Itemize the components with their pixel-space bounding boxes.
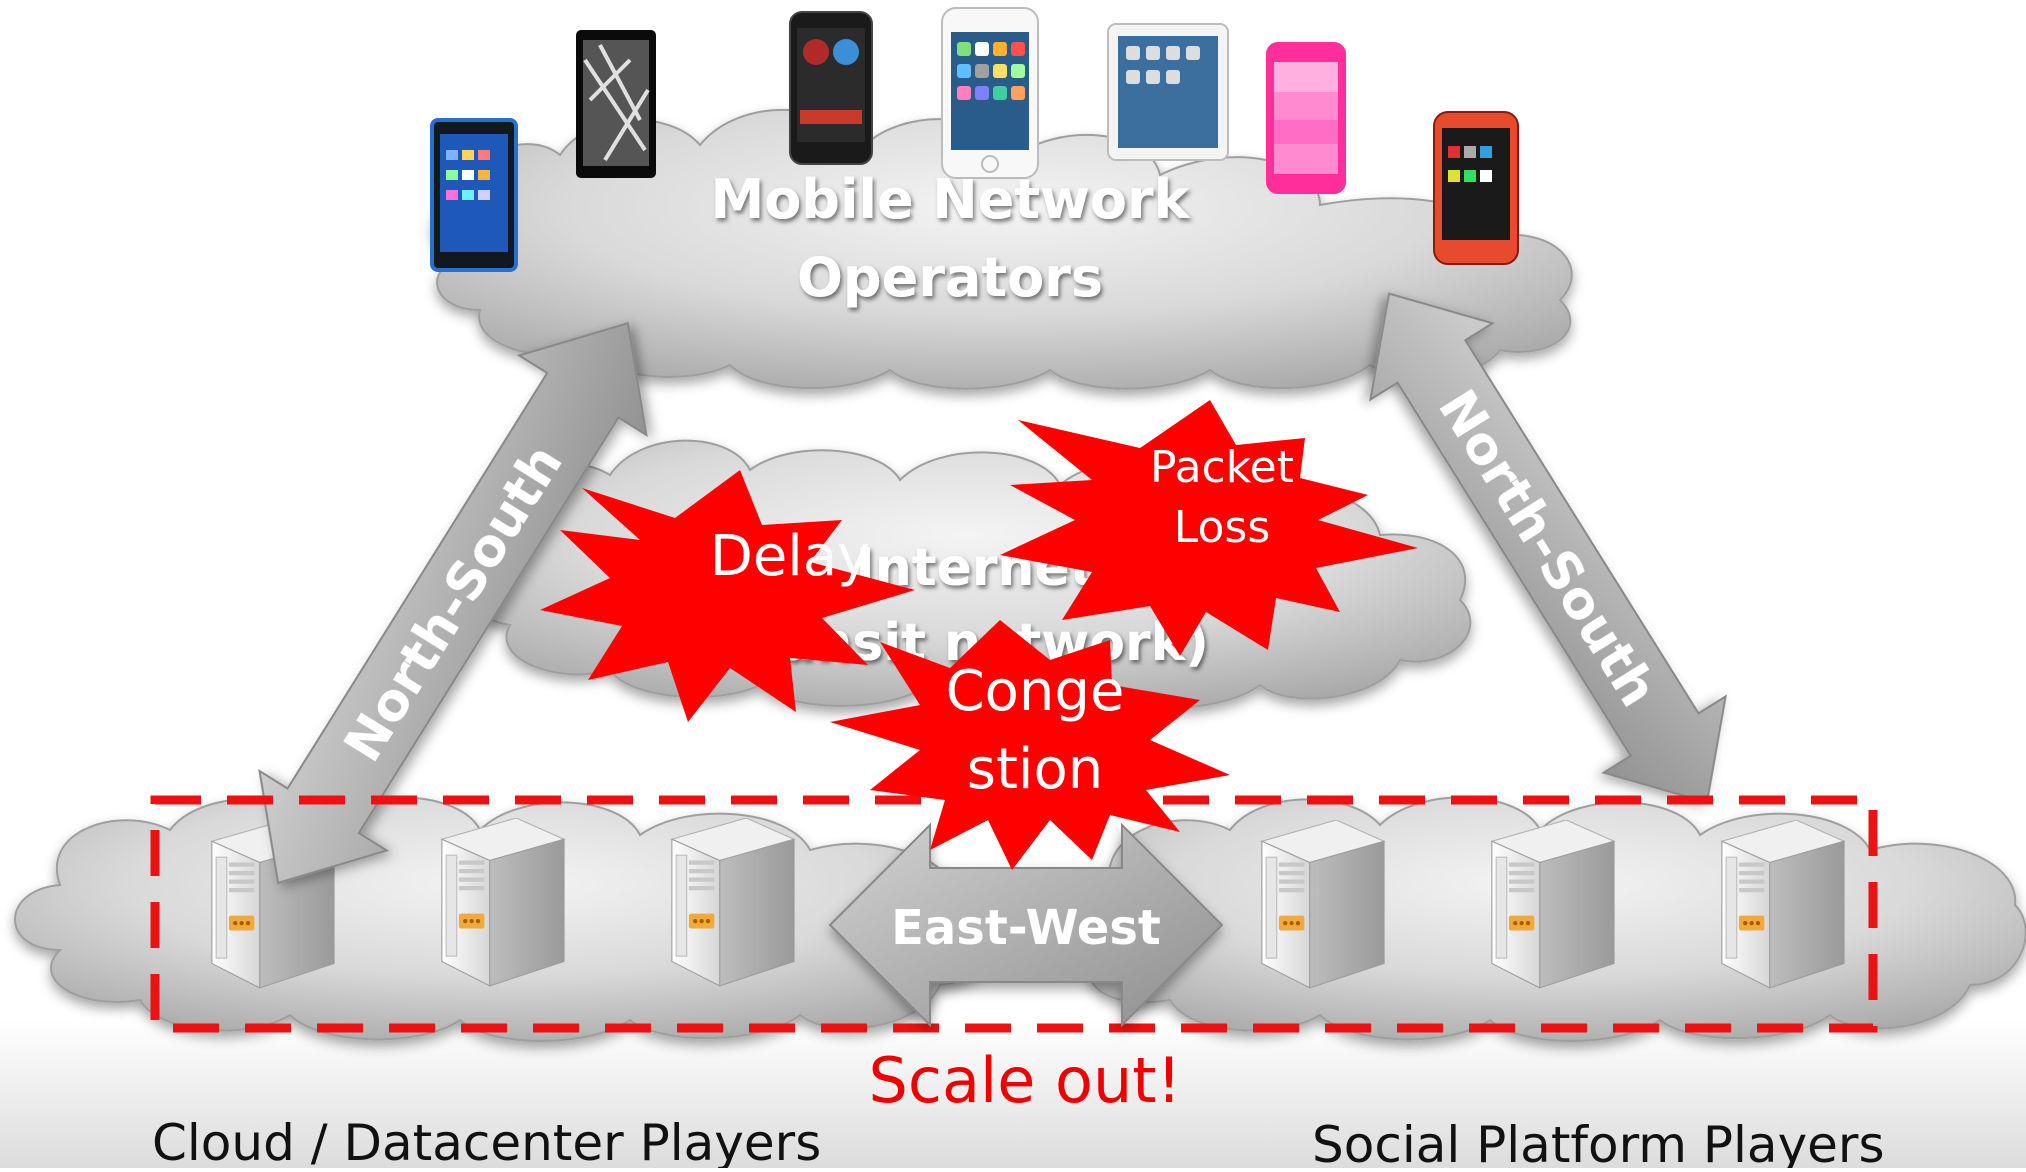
server-icon [441, 818, 565, 987]
scale-out-label: Scale out! [869, 1044, 1182, 1117]
social-servers [1261, 820, 1845, 989]
ipad-icon [1107, 23, 1229, 161]
smartphone-icon [1433, 111, 1519, 265]
delay-burst: Delay [540, 470, 915, 722]
cloud-datacenter-players-label: Cloud / Datacenter Players [152, 1114, 821, 1168]
packet-loss-line1: Packet [1150, 442, 1294, 493]
east-west-label: East-West [891, 900, 1161, 956]
delay-label: Delay [710, 524, 871, 589]
mobile-cloud-line1: Mobile Network [710, 168, 1190, 231]
congestion-line2: stion [967, 737, 1103, 802]
mobile-cloud-line2: Operators [797, 246, 1103, 309]
mobile-devices [430, 7, 1519, 272]
floor [0, 1020, 2026, 1168]
packet-loss-burst: Packet Loss [1000, 400, 1418, 656]
east-west-arrow: East-West [828, 822, 1224, 1028]
north-south-right-label: North-South [1426, 380, 1668, 717]
server-icon [1721, 820, 1845, 989]
server-icon [1491, 820, 1615, 989]
packet-loss-line2: Loss [1174, 502, 1271, 553]
social-platform-players-label: Social Platform Players [1312, 1116, 1885, 1168]
server-icon [1261, 820, 1385, 989]
scale-out-box [150, 795, 1878, 1033]
pink-phone-icon [1266, 42, 1346, 194]
congestion-burst: Conge stion [830, 620, 1230, 870]
congestion-line1: Conge [946, 659, 1125, 724]
smartphone-icon [576, 30, 656, 178]
smartphone-icon [789, 11, 873, 165]
smartphone-icon [430, 118, 518, 272]
iphone-icon [941, 7, 1039, 179]
server-icon [671, 818, 795, 987]
